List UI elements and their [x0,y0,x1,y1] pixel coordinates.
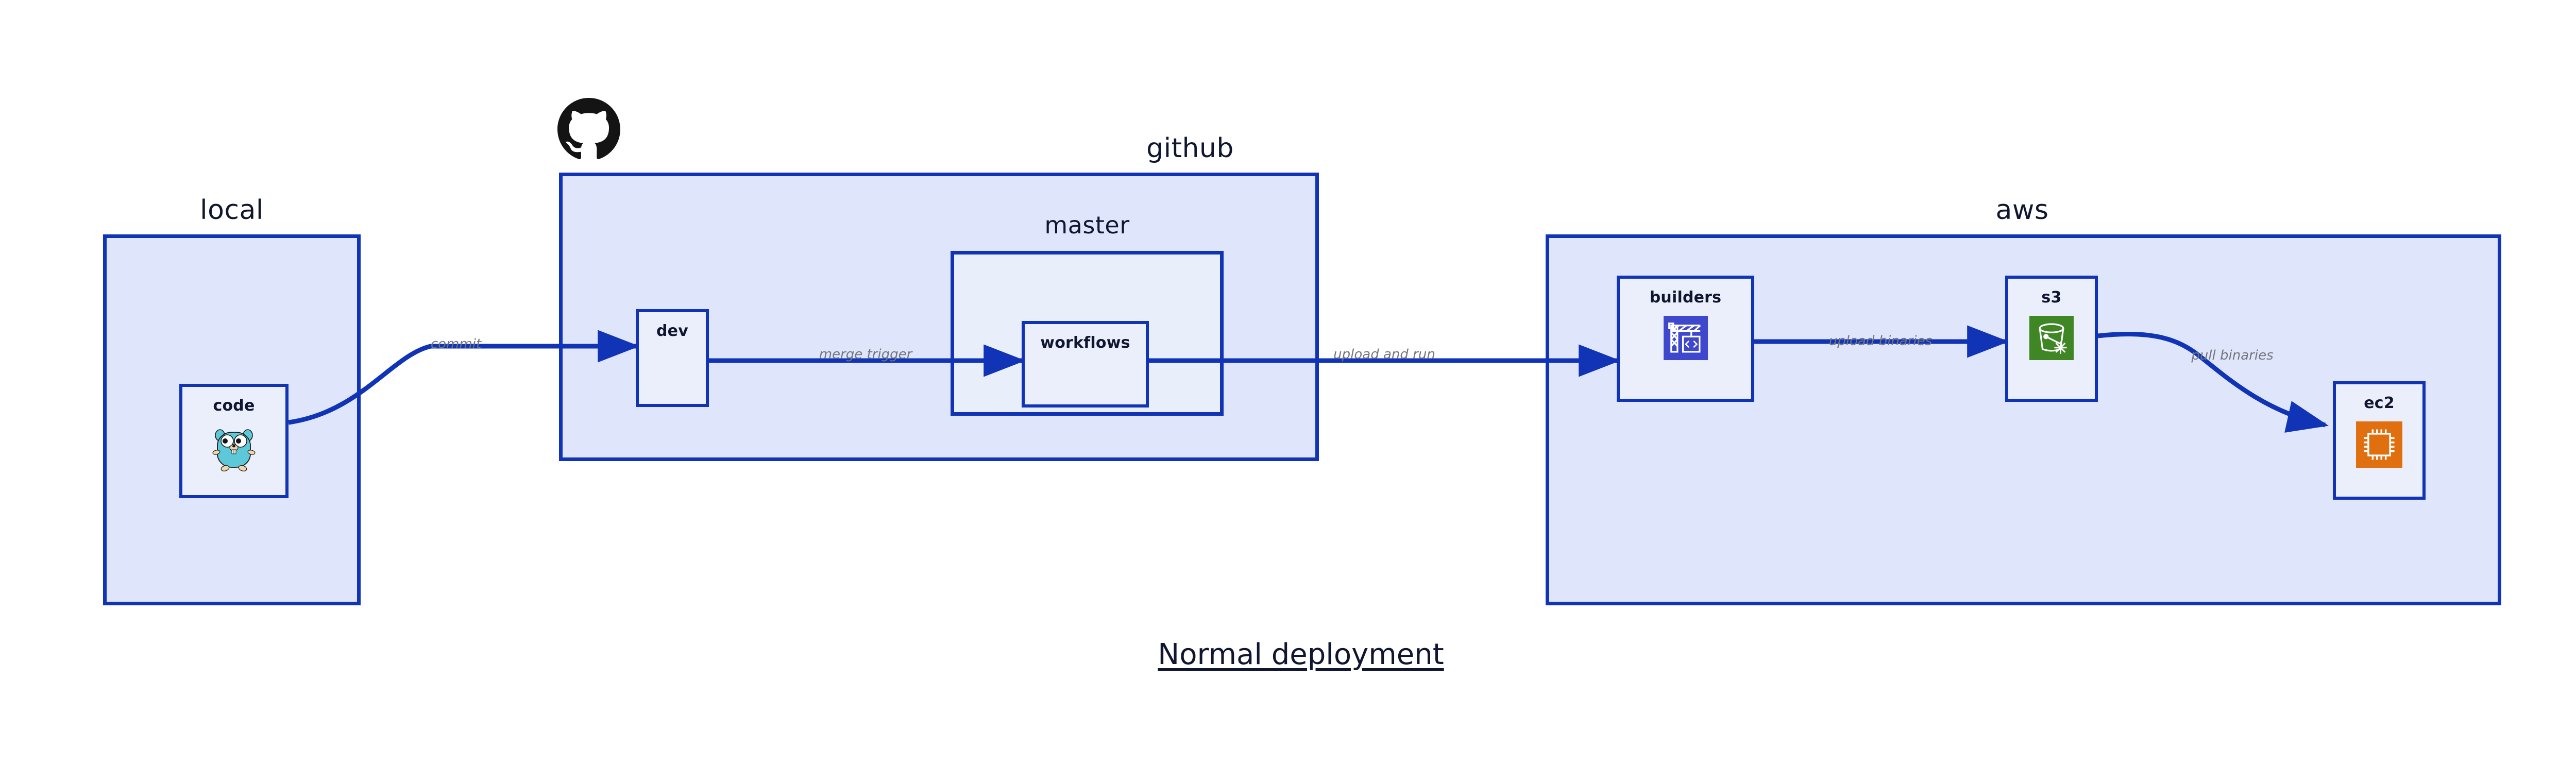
node-workflows[interactable]: workflows [1022,321,1149,408]
node-label-workflows: workflows [1040,334,1130,352]
node-dev[interactable]: dev [636,309,709,407]
group-label-github: github [1146,133,1234,164]
aws-codebuild-icon [1663,316,1708,362]
node-label-s3: s3 [2041,288,2062,307]
node-label-code: code [213,397,255,415]
edge-label-pull-binaries: pull binaries [2191,348,2274,363]
node-label-ec2: ec2 [2364,394,2395,412]
group-label-aws: aws [1995,195,2049,226]
node-s3[interactable]: s3 [2005,276,2098,402]
aws-s3-bucket-icon [2029,316,2074,362]
go-gopher-icon [211,424,257,476]
node-label-dev: dev [656,322,688,340]
node-code[interactable]: code [179,384,289,498]
github-octocat-logo [557,98,620,163]
diagram-title: Normal deployment [1158,638,1444,671]
edge-label-merge-trigger: merge trigger [819,347,912,362]
edge-label-commit: commit [430,336,482,352]
node-ec2[interactable]: ec2 [2333,381,2426,500]
group-label-local: local [200,195,264,226]
edge-label-upload-binaries: upload binaries [1828,333,1933,349]
edge-label-upload-and-run: upload and run [1333,347,1435,362]
aws-ec2-chip-icon [2356,421,2402,470]
node-builders[interactable]: builders [1617,276,1754,402]
node-label-builders: builders [1649,288,1722,307]
group-label-master: master [1044,211,1130,239]
